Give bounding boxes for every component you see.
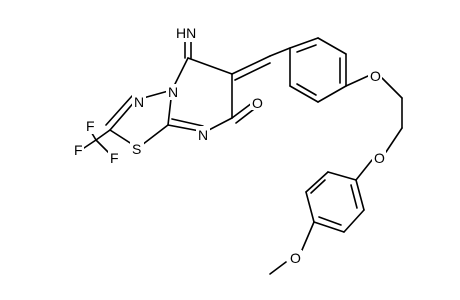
bond-cf3-f-bottom bbox=[95, 139, 111, 155]
bond-ring2-inner-3 bbox=[350, 184, 358, 209]
bond-ring1-inner-3 bbox=[296, 83, 317, 96]
bond-cf3-f-left bbox=[83, 139, 97, 149]
bond-ring2-inner-1 bbox=[310, 179, 326, 194]
bond-ring1-b bbox=[317, 37, 347, 55]
atom-sulfur: S bbox=[132, 141, 141, 157]
bond-c2-cf3 bbox=[95, 129, 111, 141]
atom-fluorine-bottom: F bbox=[110, 150, 119, 166]
bond-ring1-inner-1 bbox=[296, 44, 317, 53]
bond-aryl-o1 bbox=[345, 75, 369, 87]
bond-ring2-b bbox=[305, 171, 329, 193]
bond-ring1-a bbox=[289, 37, 319, 49]
bond-ring2-c bbox=[305, 191, 315, 223]
bond-n8-c8a-b bbox=[171, 118, 204, 127]
bond-ring2-d bbox=[313, 221, 345, 233]
atom-methoxy-o: O bbox=[290, 250, 301, 266]
bond-n3-c2-a bbox=[109, 99, 137, 131]
atom-carbonyl-o: O bbox=[252, 95, 263, 111]
bond-o2-aryl bbox=[355, 159, 373, 181]
bond-ch-aryl bbox=[269, 47, 291, 57]
bond-exocyclic-double-a bbox=[231, 55, 271, 75]
bond-n3-c2-b bbox=[105, 95, 133, 126]
bond-ch2-o2 bbox=[385, 127, 403, 153]
bond-ring1-e bbox=[289, 85, 319, 103]
bond-ring2-e bbox=[343, 209, 365, 233]
bond-o3-ch3 bbox=[269, 261, 287, 275]
bond-ring2-inner-2 bbox=[318, 216, 342, 226]
atom-n4: N bbox=[168, 84, 178, 100]
bond-ring2-a bbox=[327, 171, 357, 181]
bond-ring1-d bbox=[317, 85, 347, 103]
bond-c5-c6 bbox=[187, 57, 233, 75]
bond-aryl-o3 bbox=[301, 221, 315, 251]
atom-ether-o2: O bbox=[374, 150, 385, 166]
atom-n3: N bbox=[134, 94, 144, 110]
atom-n8: N bbox=[198, 127, 208, 143]
atom-imine-nh: HN bbox=[176, 25, 196, 41]
atom-fluorine-top: F bbox=[86, 118, 95, 134]
atom-labels: HN N N S N O F F F O O O bbox=[72, 24, 386, 266]
bond-o1-ch2 bbox=[381, 77, 403, 99]
bond-ring2-f bbox=[355, 179, 365, 211]
atom-fluorine-left: F bbox=[74, 142, 83, 158]
bond-exocyclic-double-b bbox=[234, 62, 271, 81]
atom-ether-o1: O bbox=[370, 68, 381, 84]
